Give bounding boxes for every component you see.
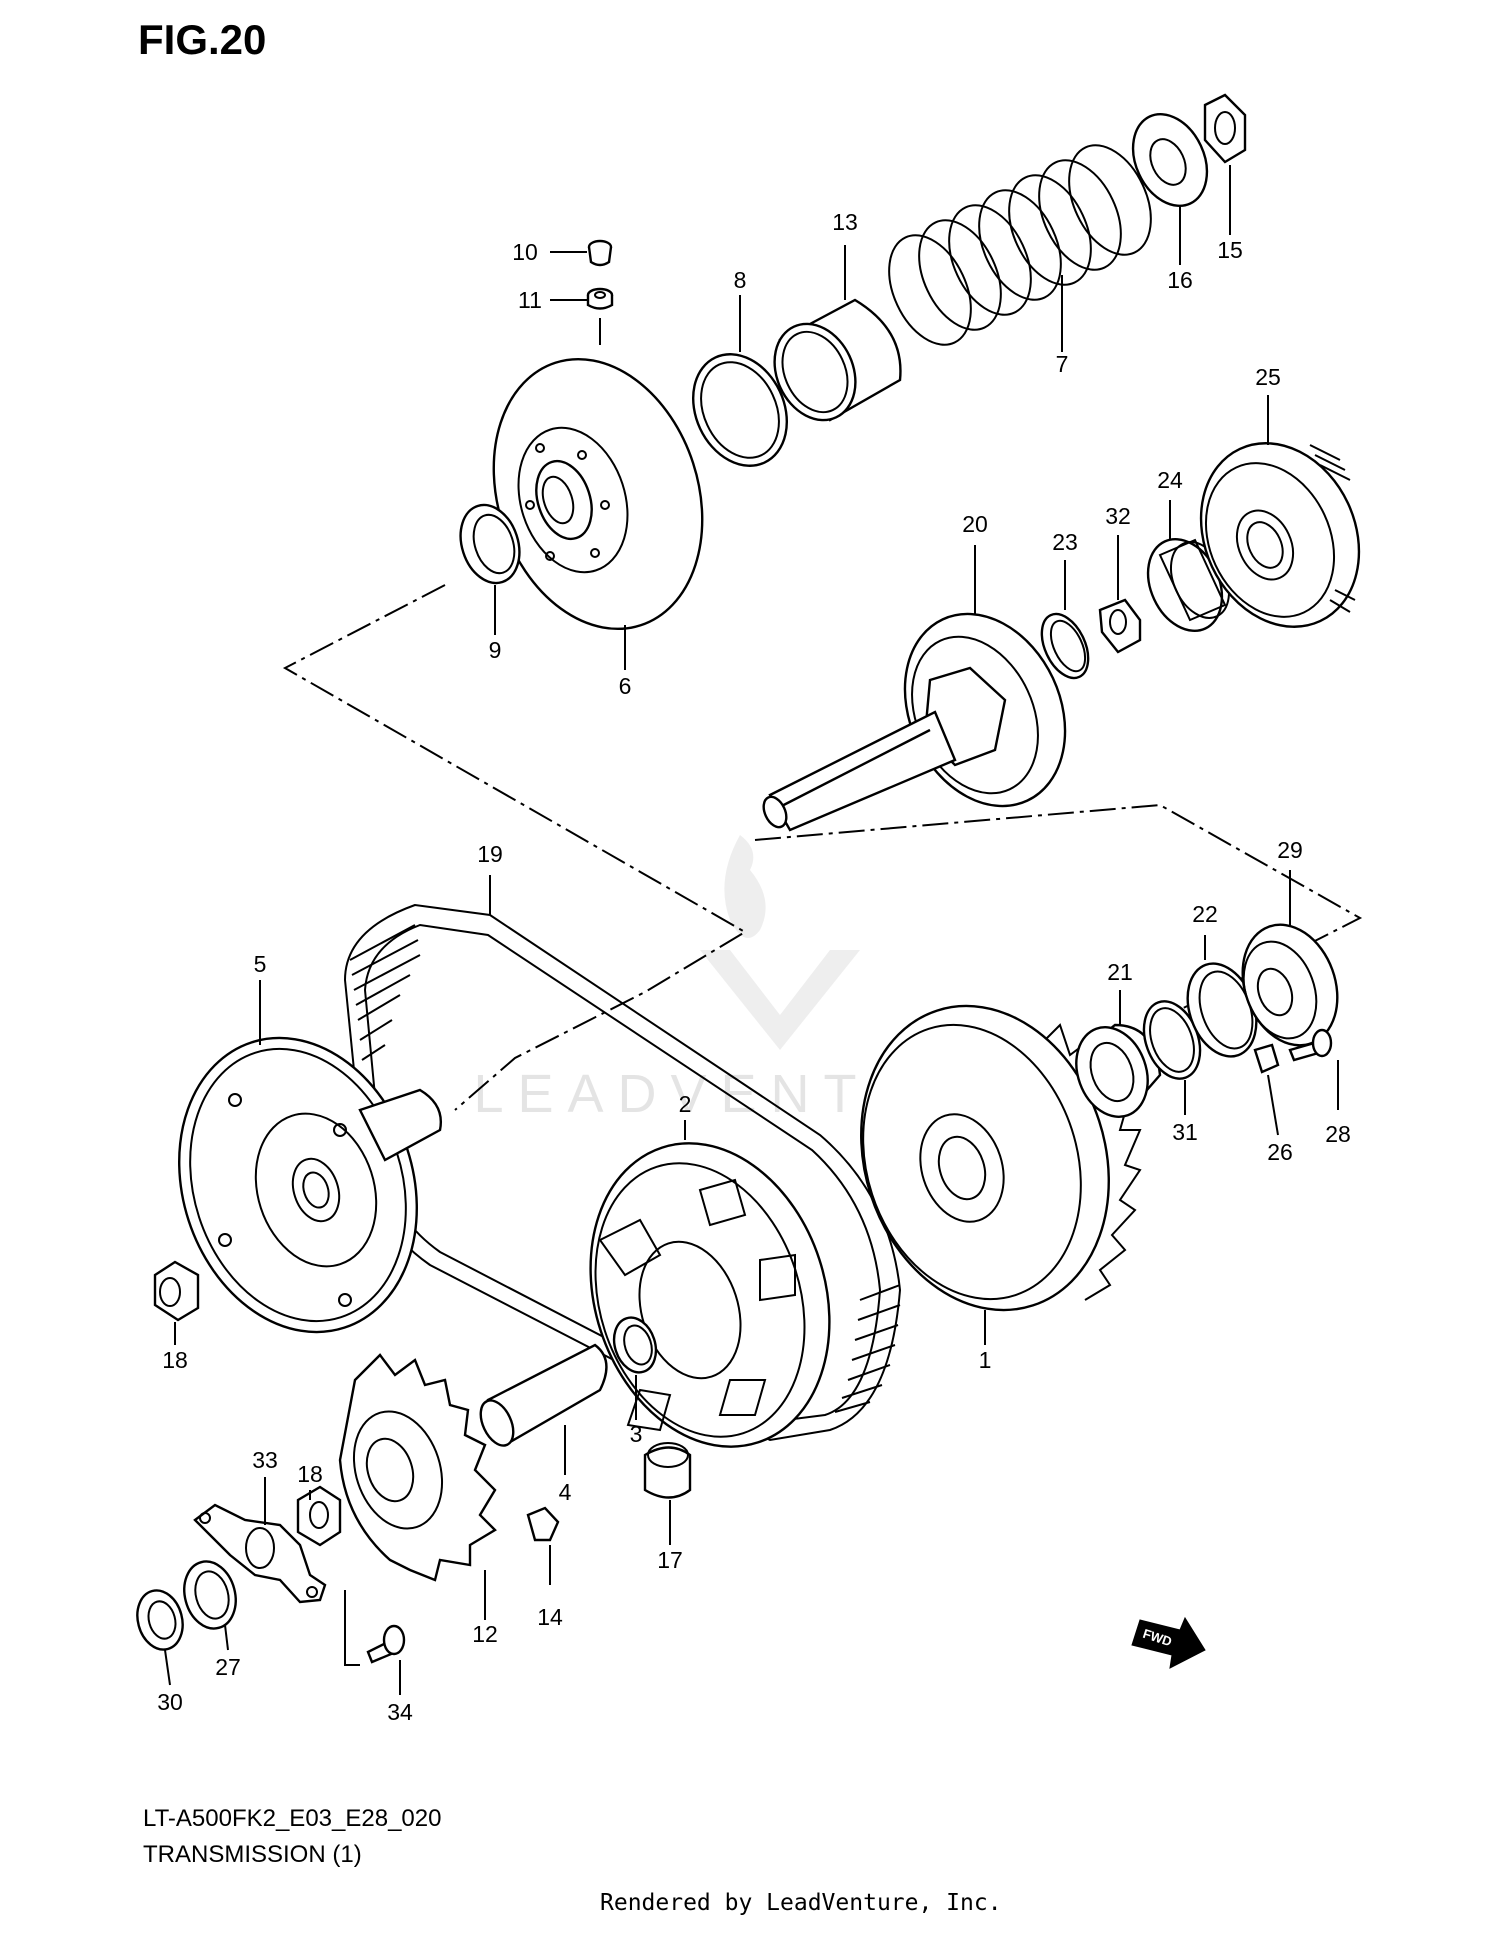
part-collar-32 <box>1098 598 1142 654</box>
part-nut-18-lower <box>296 1485 342 1547</box>
callout-14: 14 <box>537 1604 563 1630</box>
callout-15: 15 <box>1217 237 1243 263</box>
model-code: LT-A500FK2_E03_E28_020 <box>143 1805 441 1832</box>
part-bearing-29 <box>1241 923 1339 1047</box>
callout-7: 7 <box>1056 351 1069 377</box>
part-nut-18-upper <box>153 1260 200 1322</box>
callout-13: 13 <box>832 209 858 235</box>
callout-16: 16 <box>1167 267 1193 293</box>
part-driven-shaft-20 <box>762 612 1067 832</box>
callout-32: 32 <box>1105 503 1131 529</box>
part-washer-16 <box>1131 112 1209 208</box>
callout-23: 23 <box>1052 529 1078 555</box>
callout-10: 10 <box>512 239 538 265</box>
callout-30: 30 <box>157 1689 183 1715</box>
part-o-ring-31 <box>1142 1000 1202 1080</box>
forward-direction-arrow: FWD <box>1131 1616 1206 1669</box>
callout-17: 17 <box>657 1547 683 1573</box>
callout-8: 8 <box>734 267 747 293</box>
part-washer-11 <box>586 287 614 310</box>
part-drive-face-fixed-5 <box>178 1036 442 1334</box>
callout-1: 1 <box>979 1347 992 1373</box>
callout-20: 20 <box>962 511 988 537</box>
part-seal-30 <box>136 1589 184 1651</box>
part-nut-15 <box>1203 93 1247 164</box>
part-oil-seal-9 <box>459 503 521 585</box>
watermark-flame-icon <box>724 835 766 938</box>
part-bolt-34 <box>366 1624 406 1664</box>
callout-34: 34 <box>387 1699 413 1725</box>
callout-29: 29 <box>1277 837 1303 863</box>
callout-2: 2 <box>679 1091 692 1117</box>
part-o-ring-8 <box>691 353 789 467</box>
part-bushing-3 <box>612 1316 658 1374</box>
callout-labels: 1 2 3 4 5 6 7 8 9 10 11 12 13 14 15 16 1… <box>157 209 1351 1725</box>
watermark-v-icon <box>700 950 860 1050</box>
callout-25: 25 <box>1255 364 1281 390</box>
part-clutch-shoe-25 <box>1199 442 1361 628</box>
part-drive-face-movable <box>492 357 704 631</box>
part-spacer-13 <box>773 298 902 422</box>
callout-28: 28 <box>1325 1121 1351 1147</box>
section-name: TRANSMISSION (1) <box>143 1841 362 1868</box>
part-slide-piece-14 <box>526 1506 560 1542</box>
part-roller-17 <box>643 1442 692 1499</box>
part-oil-seal-27 <box>183 1560 237 1630</box>
part-circlip-23 <box>1040 612 1090 680</box>
callout-12: 12 <box>472 1621 498 1647</box>
callout-31: 31 <box>1172 1119 1198 1145</box>
callout-11: 11 <box>518 287 542 313</box>
part-movable-drive-face-2 <box>589 1142 831 1448</box>
part-clip-26 <box>1253 1043 1280 1074</box>
part-ramp-plate-12 <box>338 1353 497 1582</box>
callout-22: 22 <box>1192 901 1218 927</box>
callout-27: 27 <box>215 1654 241 1680</box>
callout-19: 19 <box>477 841 503 867</box>
callout-3: 3 <box>630 1421 643 1447</box>
callout-9: 9 <box>489 637 502 663</box>
callout-5: 5 <box>254 951 267 977</box>
callout-18-lower: 18 <box>297 1461 323 1487</box>
part-spring-7 <box>888 144 1152 346</box>
assembly-lines <box>282 584 1363 1111</box>
render-credit: Rendered by LeadVenture, Inc. <box>600 1890 1002 1916</box>
callout-18-upper: 18 <box>162 1347 188 1373</box>
leader-lines <box>164 165 1339 1695</box>
callout-6: 6 <box>619 673 632 699</box>
callout-24: 24 <box>1157 467 1183 493</box>
part-shaft-sleeve-4 <box>479 1343 608 1447</box>
callout-33: 33 <box>252 1447 278 1473</box>
callout-4: 4 <box>559 1479 572 1505</box>
figure-title: FIG.20 <box>138 16 266 63</box>
part-bracket-33 <box>193 1503 327 1604</box>
part-bolt-28 <box>1288 1028 1333 1062</box>
callout-26: 26 <box>1267 1139 1293 1165</box>
callout-21: 21 <box>1107 959 1133 985</box>
part-pin-10 <box>587 239 613 267</box>
